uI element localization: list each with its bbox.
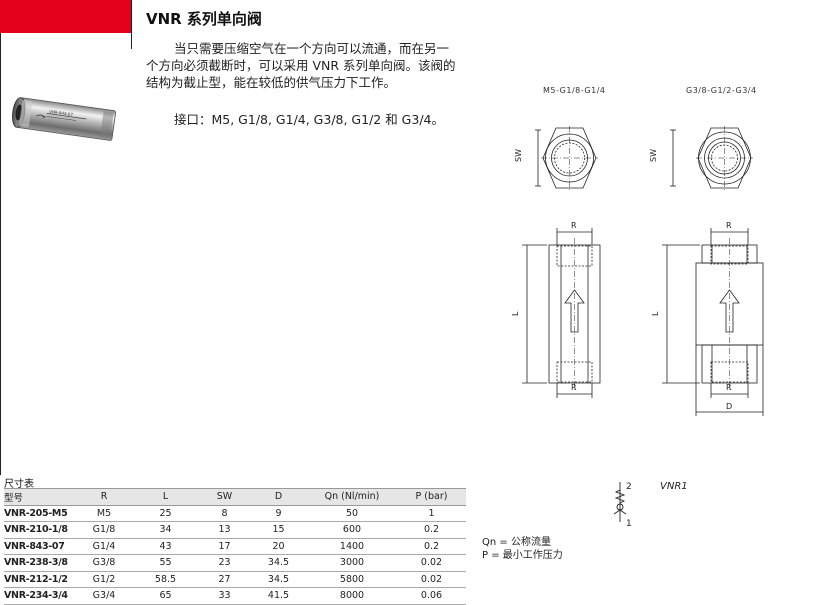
cell-d: 41.5 — [250, 587, 307, 605]
cell-d: 34.5 — [250, 571, 307, 588]
cell-qn: 5800 — [307, 571, 397, 588]
dim-l-right: L — [651, 311, 660, 316]
cell-r: G3/4 — [76, 587, 132, 605]
table-row: VNR-843-07 G1/4 43 17 20 1400 0.2 — [4, 538, 466, 555]
cell-sw: 33 — [199, 587, 250, 605]
table-row: VNR-205-M5 M5 25 8 9 50 1 — [4, 505, 466, 522]
cell-sw: 17 — [199, 538, 250, 555]
left-margin-line — [0, 33, 1, 475]
page-title: VNR 系列单向阀 — [146, 10, 262, 28]
cell-sw: 13 — [199, 521, 250, 539]
col-header-d: D — [250, 488, 307, 506]
cell-p: 0.02 — [397, 554, 466, 572]
table-header-row: 型号 R L SW D Qn (Nl/min) P (bar) — [4, 488, 466, 506]
cell-r: G1/2 — [76, 571, 132, 588]
symbol-label: VNR1 — [660, 481, 688, 492]
cell-qn: 600 — [307, 521, 397, 539]
col-header-r: R — [76, 488, 132, 506]
cell-l: 58.5 — [132, 571, 199, 588]
cell-r: G3/8 — [76, 554, 132, 572]
cell-qn: 3000 — [307, 554, 397, 572]
table-row: VNR-234-3/4 G3/4 65 33 41.5 8000 0.06 — [4, 587, 466, 605]
cell-model: VNR-843-07 — [4, 538, 76, 555]
cell-l: 55 — [132, 554, 199, 572]
cell-p: 0.06 — [397, 587, 466, 605]
cell-l: 25 — [132, 505, 199, 522]
cell-model: VNR-212-1/2 — [4, 571, 76, 588]
dim-r-top-left: R — [571, 221, 577, 230]
cell-r: G1/4 — [76, 538, 132, 555]
cell-sw: 27 — [199, 571, 250, 588]
dim-sw-left: SW — [514, 149, 523, 162]
cell-d: 9 — [250, 505, 307, 522]
cell-model: VNR-205-M5 — [4, 505, 76, 522]
dim-r-bottom-right: R — [726, 383, 732, 392]
table-row: VNR-212-1/2 G1/2 58.5 27 34.5 5800 0.02 — [4, 571, 466, 588]
intro-paragraph: 当只需要压缩空气在一个方向可以流通，而在另一个方向必须截断时，可以采用 VNR … — [146, 41, 456, 90]
side-view-left — [522, 228, 601, 398]
header-red-bar — [0, 0, 131, 33]
cell-l: 34 — [132, 521, 199, 539]
dim-l-left: L — [511, 311, 520, 316]
cell-d: 20 — [250, 538, 307, 555]
cell-l: 65 — [132, 587, 199, 605]
cell-qn: 50 — [307, 505, 397, 522]
col-header-l: L — [132, 488, 199, 506]
cell-p: 0.02 — [397, 571, 466, 588]
col-header-model: 型号 — [4, 488, 76, 506]
cell-model: VNR-210-1/8 — [4, 521, 76, 539]
drawing-caption-right: G3/8-G1/2-G3/4 — [686, 86, 757, 95]
dim-r-bottom-left: R — [571, 383, 577, 392]
cell-d: 34.5 — [250, 554, 307, 572]
symbol-port-1: 1 — [626, 519, 632, 528]
cell-model: VNR-234-3/4 — [4, 587, 76, 605]
intro-text: 当只需要压缩空气在一个方向可以流通，而在另一个方向必须截断时，可以采用 VNR … — [146, 40, 456, 91]
product-photo: VNR-843-07 — [12, 97, 117, 141]
photo-engraving: VNR-843-07 — [49, 109, 74, 117]
symbol-port-2: 2 — [626, 482, 632, 492]
cell-p: 0.2 — [397, 521, 466, 539]
col-header-p: P (bar) — [397, 488, 466, 506]
drawing-caption-left: M5-G1/8-G1/4 — [543, 86, 606, 95]
dimension-table: 型号 R L SW D Qn (Nl/min) P (bar) VNR-205-… — [4, 488, 466, 605]
cell-qn: 8000 — [307, 587, 397, 605]
technical-drawing: SW SW R R R R L L D — [511, 126, 764, 416]
note-qn: Qn = 公称流量 — [482, 537, 551, 548]
dim-sw-right: SW — [649, 149, 658, 162]
cell-l: 43 — [132, 538, 199, 555]
ports-line: 接口：M5, G1/8, G1/4, G3/8, G1/2 和 G3/4。 — [174, 112, 444, 127]
col-header-qn: Qn (Nl/min) — [307, 488, 397, 506]
header-divider — [131, 0, 132, 49]
note-p: P = 最小工作压力 — [482, 549, 563, 561]
notes: Qn = 公称流量 P = 最小工作压力 — [482, 537, 563, 562]
cell-p: 0.2 — [397, 538, 466, 555]
hex-view-left — [535, 126, 598, 190]
cell-p: 1 — [397, 505, 466, 522]
cell-sw: 8 — [199, 505, 250, 522]
check-valve-symbol: 2 1 — [613, 482, 632, 528]
cell-r: G1/8 — [76, 521, 132, 539]
table-row: VNR-238-3/8 G3/8 55 23 34.5 3000 0.02 — [4, 554, 466, 572]
cell-d: 15 — [250, 521, 307, 539]
dim-d-right: D — [726, 402, 732, 411]
table-row: VNR-210-1/8 G1/8 34 13 15 600 0.2 — [4, 521, 466, 539]
cell-qn: 1400 — [307, 538, 397, 555]
cell-sw: 23 — [199, 554, 250, 572]
table-title: 尺寸表 — [4, 479, 34, 490]
cell-model: VNR-238-3/8 — [4, 554, 76, 572]
dim-r-top-right: R — [726, 221, 732, 230]
side-view-right — [662, 228, 764, 416]
hex-view-right — [670, 126, 753, 190]
col-header-sw: SW — [199, 488, 250, 506]
cell-r: M5 — [76, 505, 132, 522]
